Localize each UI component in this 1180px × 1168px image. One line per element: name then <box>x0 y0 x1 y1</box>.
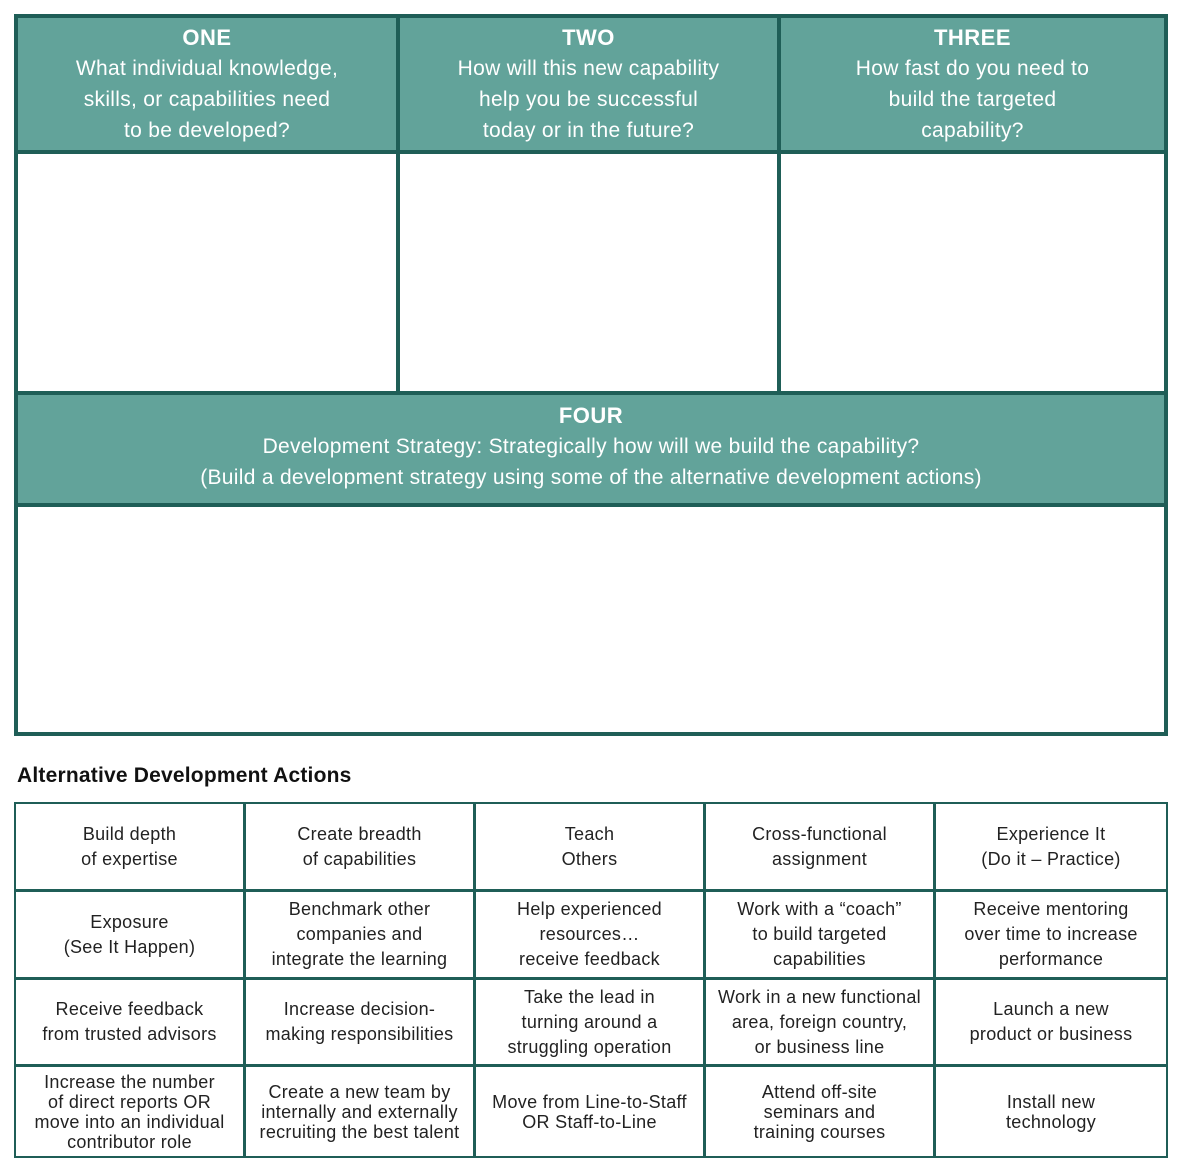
action-cell: Move from Line-to-Staff OR Staff-to-Line <box>476 1067 706 1156</box>
action-cell: Launch a new product or business <box>936 980 1166 1067</box>
header-three: THREE How fast do you need to build the … <box>781 18 1164 150</box>
action-cell: Work with a “coach” to build targeted ca… <box>706 892 936 980</box>
action-cell: Increase decision- making responsibiliti… <box>246 980 476 1067</box>
header-four-question: Development Strategy: Strategically how … <box>200 435 982 489</box>
header-one-number: ONE <box>182 25 232 50</box>
header-four-number: FOUR <box>558 403 624 428</box>
answer-area-one[interactable] <box>18 154 396 391</box>
answer-area-four[interactable] <box>18 507 1164 732</box>
action-cell: Benchmark other companies and integrate … <box>246 892 476 980</box>
header-one-question: What individual knowledge, skills, or ca… <box>75 57 339 142</box>
divider-one-two <box>396 18 400 392</box>
action-cell: Work in a new functional area, foreign c… <box>706 980 936 1067</box>
header-two-question: How will this new capability help you be… <box>457 57 720 142</box>
action-cell: Receive mentoring over time to increase … <box>936 892 1166 980</box>
action-cell: Build depth of expertise <box>16 804 246 892</box>
header-three-number: THREE <box>933 25 1012 50</box>
action-cell: Take the lead in turning around a strugg… <box>476 980 706 1067</box>
action-cell: Receive feedback from trusted advisors <box>16 980 246 1067</box>
action-cell: Create breadth of capabilities <box>246 804 476 892</box>
planner-frame <box>14 14 1168 736</box>
answer-area-two[interactable] <box>400 154 777 391</box>
action-cell: Create a new team by internally and exte… <box>246 1067 476 1156</box>
divider-top-four <box>18 391 1164 395</box>
action-cell: Attend off-site seminars and training co… <box>706 1067 936 1156</box>
action-cell: Install new technology <box>1005 1091 1097 1132</box>
divider-four-body <box>18 503 1164 507</box>
action-cell: Cross-functional assignment <box>706 804 936 892</box>
header-three-question: How fast do you need to build the target… <box>855 57 1090 142</box>
header-two: TWO How will this new capability help yo… <box>400 18 777 150</box>
header-two-number: TWO <box>562 25 615 50</box>
action-cell: Increase the number of direct reports OR… <box>16 1067 246 1156</box>
alternatives-title: Alternative Development Actions <box>17 764 352 787</box>
header-four: FOUR Development Strategy: Strategically… <box>18 395 1164 504</box>
divider-two-three <box>777 18 781 392</box>
action-cell: Experience It (Do it – Practice) <box>936 804 1166 892</box>
action-cell: Exposure (See It Happen) <box>16 892 246 980</box>
divider-header-body <box>18 150 1164 154</box>
header-one: ONE What individual knowledge, skills, o… <box>18 18 396 150</box>
action-cell: Teach Others <box>476 804 706 892</box>
alternatives-table: Build depth of expertise Create breadth … <box>14 802 1168 1158</box>
answer-area-three[interactable] <box>781 154 1164 391</box>
action-cell: Help experienced resources… receive feed… <box>476 892 706 980</box>
